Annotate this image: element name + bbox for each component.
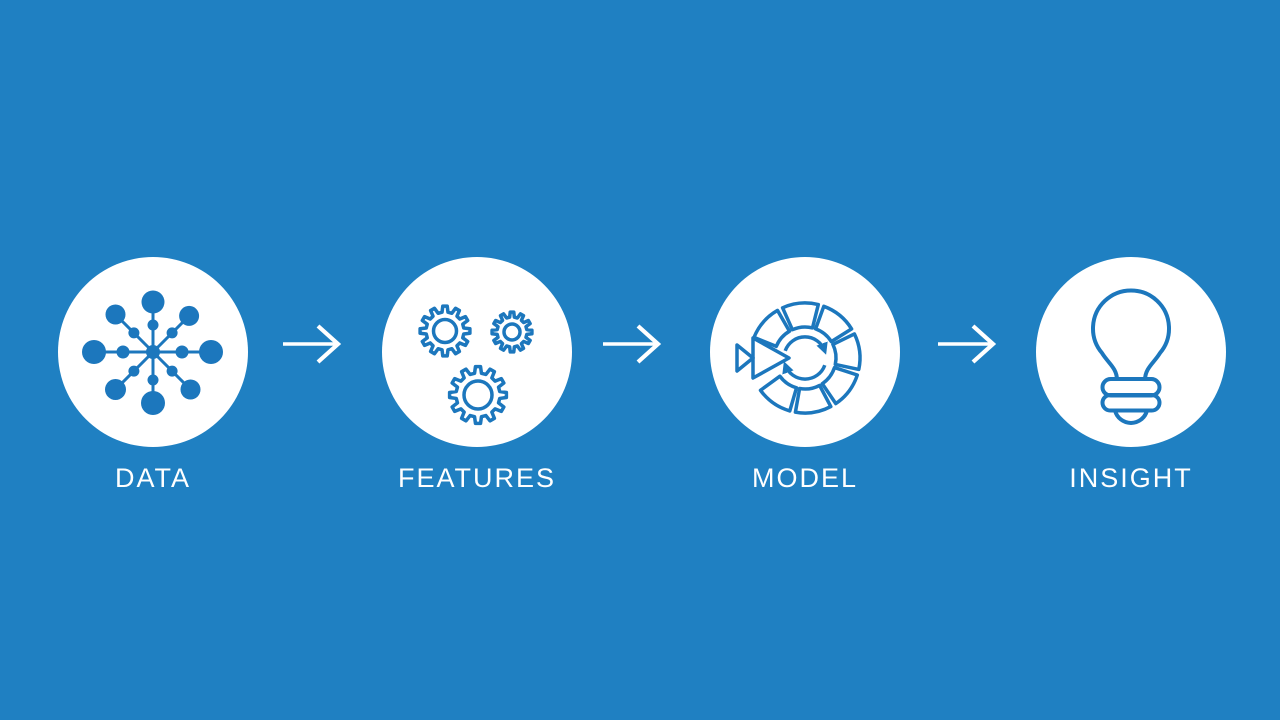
lightbulb-icon xyxy=(1056,277,1206,427)
right-arrow-icon xyxy=(935,322,999,366)
data-network-icon xyxy=(78,277,228,427)
step-circle-data xyxy=(58,257,248,447)
step-circle-features xyxy=(382,257,572,447)
step-label-features: FEATURES xyxy=(397,463,556,493)
step-label-model: MODEL xyxy=(751,463,859,493)
step-circle-model xyxy=(710,257,900,447)
model-cycle-icon xyxy=(730,277,880,427)
step-circle-insight xyxy=(1036,257,1226,447)
step-label-insight: INSIGHT xyxy=(1069,463,1193,493)
right-arrow-icon xyxy=(280,322,344,366)
step-label-data: DATA xyxy=(114,463,191,493)
gears-icon xyxy=(402,277,552,427)
right-arrow-icon xyxy=(600,322,664,366)
